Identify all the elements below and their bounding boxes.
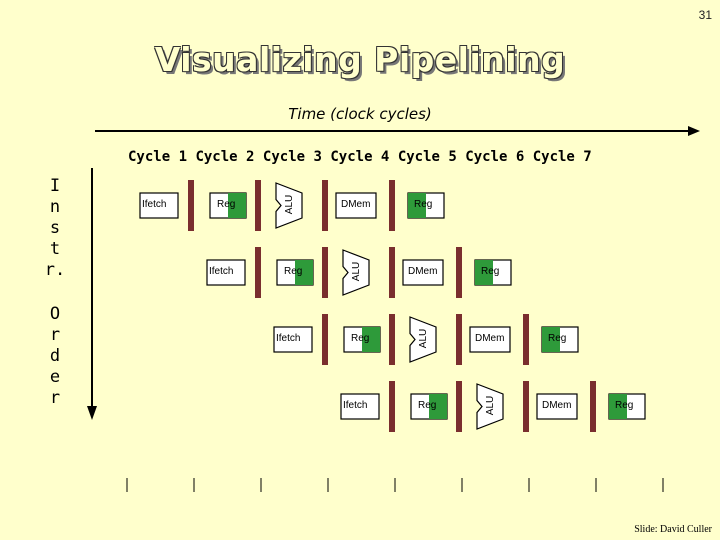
pipeline-register-bar	[322, 247, 328, 298]
cycle-label-3: Cycle 3	[262, 149, 322, 165]
side-label-instr: I n s t r.	[40, 176, 70, 281]
side-label-order: O r d e r	[40, 304, 70, 409]
cycle-label-6: Cycle 6	[465, 149, 525, 165]
side-letter: d	[49, 346, 61, 366]
cycle-label-1: Cycle 1	[128, 149, 188, 165]
side-letter: O	[49, 304, 61, 324]
pipeline-register-bar	[523, 381, 529, 432]
side-letter: r.	[44, 260, 66, 280]
ifetch-box	[340, 393, 380, 420]
time-axis-label: Time (clock cycles)	[288, 105, 432, 123]
reg-write-label: Reg	[481, 265, 500, 277]
ifetch-label: Ifetch	[276, 332, 301, 344]
side-letter: r	[49, 325, 61, 345]
side-letter: r	[49, 388, 61, 408]
dmem-box	[335, 192, 377, 219]
alu-label: ALU	[418, 328, 430, 348]
slide-credit: Slide: David Culler	[634, 524, 712, 535]
time-axis-arrowhead	[688, 126, 700, 136]
dmem-label: DMem	[542, 399, 572, 411]
ifetch-label: Ifetch	[343, 399, 368, 411]
cycle-label-5: Cycle 5	[397, 149, 457, 165]
pipeline-register-bar	[255, 180, 261, 231]
pipeline-register-bar	[523, 314, 529, 365]
ifetch-box	[273, 326, 313, 353]
reg-read-label: Reg	[284, 265, 303, 277]
slide-title: Visualizing Pipelining	[154, 40, 566, 79]
side-letter: s	[49, 218, 61, 238]
alu-label: ALU	[485, 395, 497, 415]
ifetch-label: Ifetch	[142, 198, 167, 210]
reg-write-label: Reg	[615, 399, 634, 411]
alu-label: ALU	[284, 194, 296, 214]
reg-read-label: Reg	[351, 332, 370, 344]
cycle-label-7: Cycle 7	[532, 149, 592, 165]
pipeline-register-bar	[456, 247, 462, 298]
dmem-box	[536, 393, 578, 420]
pipeline-register-bar	[389, 314, 395, 365]
pipeline-register-bar	[389, 381, 395, 432]
alu-shape	[342, 249, 370, 296]
dmem-box	[402, 259, 444, 286]
side-letter: I	[49, 176, 61, 196]
reg-write-fill	[609, 394, 627, 419]
pipeline-register-bar	[322, 314, 328, 365]
pipeline-register-bar	[255, 247, 261, 298]
side-letter: e	[49, 367, 61, 387]
cycle-label-2: Cycle 2	[195, 149, 255, 165]
ifetch-label: Ifetch	[209, 265, 234, 277]
order-axis-arrowhead	[87, 406, 97, 420]
alu-shape	[409, 316, 437, 363]
pipeline-register-bar	[456, 314, 462, 365]
pipeline-rows	[126, 180, 664, 492]
dmem-label: DMem	[475, 332, 505, 344]
pipeline-register-bar	[322, 180, 328, 231]
page-number: 31	[698, 8, 712, 22]
side-letter: t	[49, 239, 61, 259]
reg-write-fill	[542, 327, 560, 352]
reg-read-label: Reg	[418, 399, 437, 411]
pipeline-register-bar	[456, 381, 462, 432]
dmem-label: DMem	[341, 198, 371, 210]
dmem-label: DMem	[408, 265, 438, 277]
dmem-box	[469, 326, 511, 353]
alu-label: ALU	[351, 261, 363, 281]
reg-read-label: Reg	[217, 198, 236, 210]
pipeline-register-bar	[389, 247, 395, 298]
reg-write-fill	[408, 193, 426, 218]
cycle-header: Cycle 1 Cycle 2 Cycle 3 Cycle 4 Cycle 5 …	[128, 149, 592, 165]
reg-read-fill	[362, 327, 380, 352]
reg-read-fill	[228, 193, 246, 218]
reg-read-fill	[295, 260, 313, 285]
reg-write-label: Reg	[548, 332, 567, 344]
alu-shape	[476, 383, 504, 430]
ifetch-box	[139, 192, 179, 219]
alu-shape	[275, 182, 303, 229]
cycle-label-4: Cycle 4	[330, 149, 390, 165]
ifetch-box	[206, 259, 246, 286]
pipeline-register-bar	[188, 180, 194, 231]
side-letter: n	[49, 197, 61, 217]
reg-write-label: Reg	[414, 198, 433, 210]
pipeline-register-bar	[389, 180, 395, 231]
reg-write-fill	[475, 260, 493, 285]
reg-read-fill	[429, 394, 447, 419]
pipeline-register-bar	[590, 381, 596, 432]
